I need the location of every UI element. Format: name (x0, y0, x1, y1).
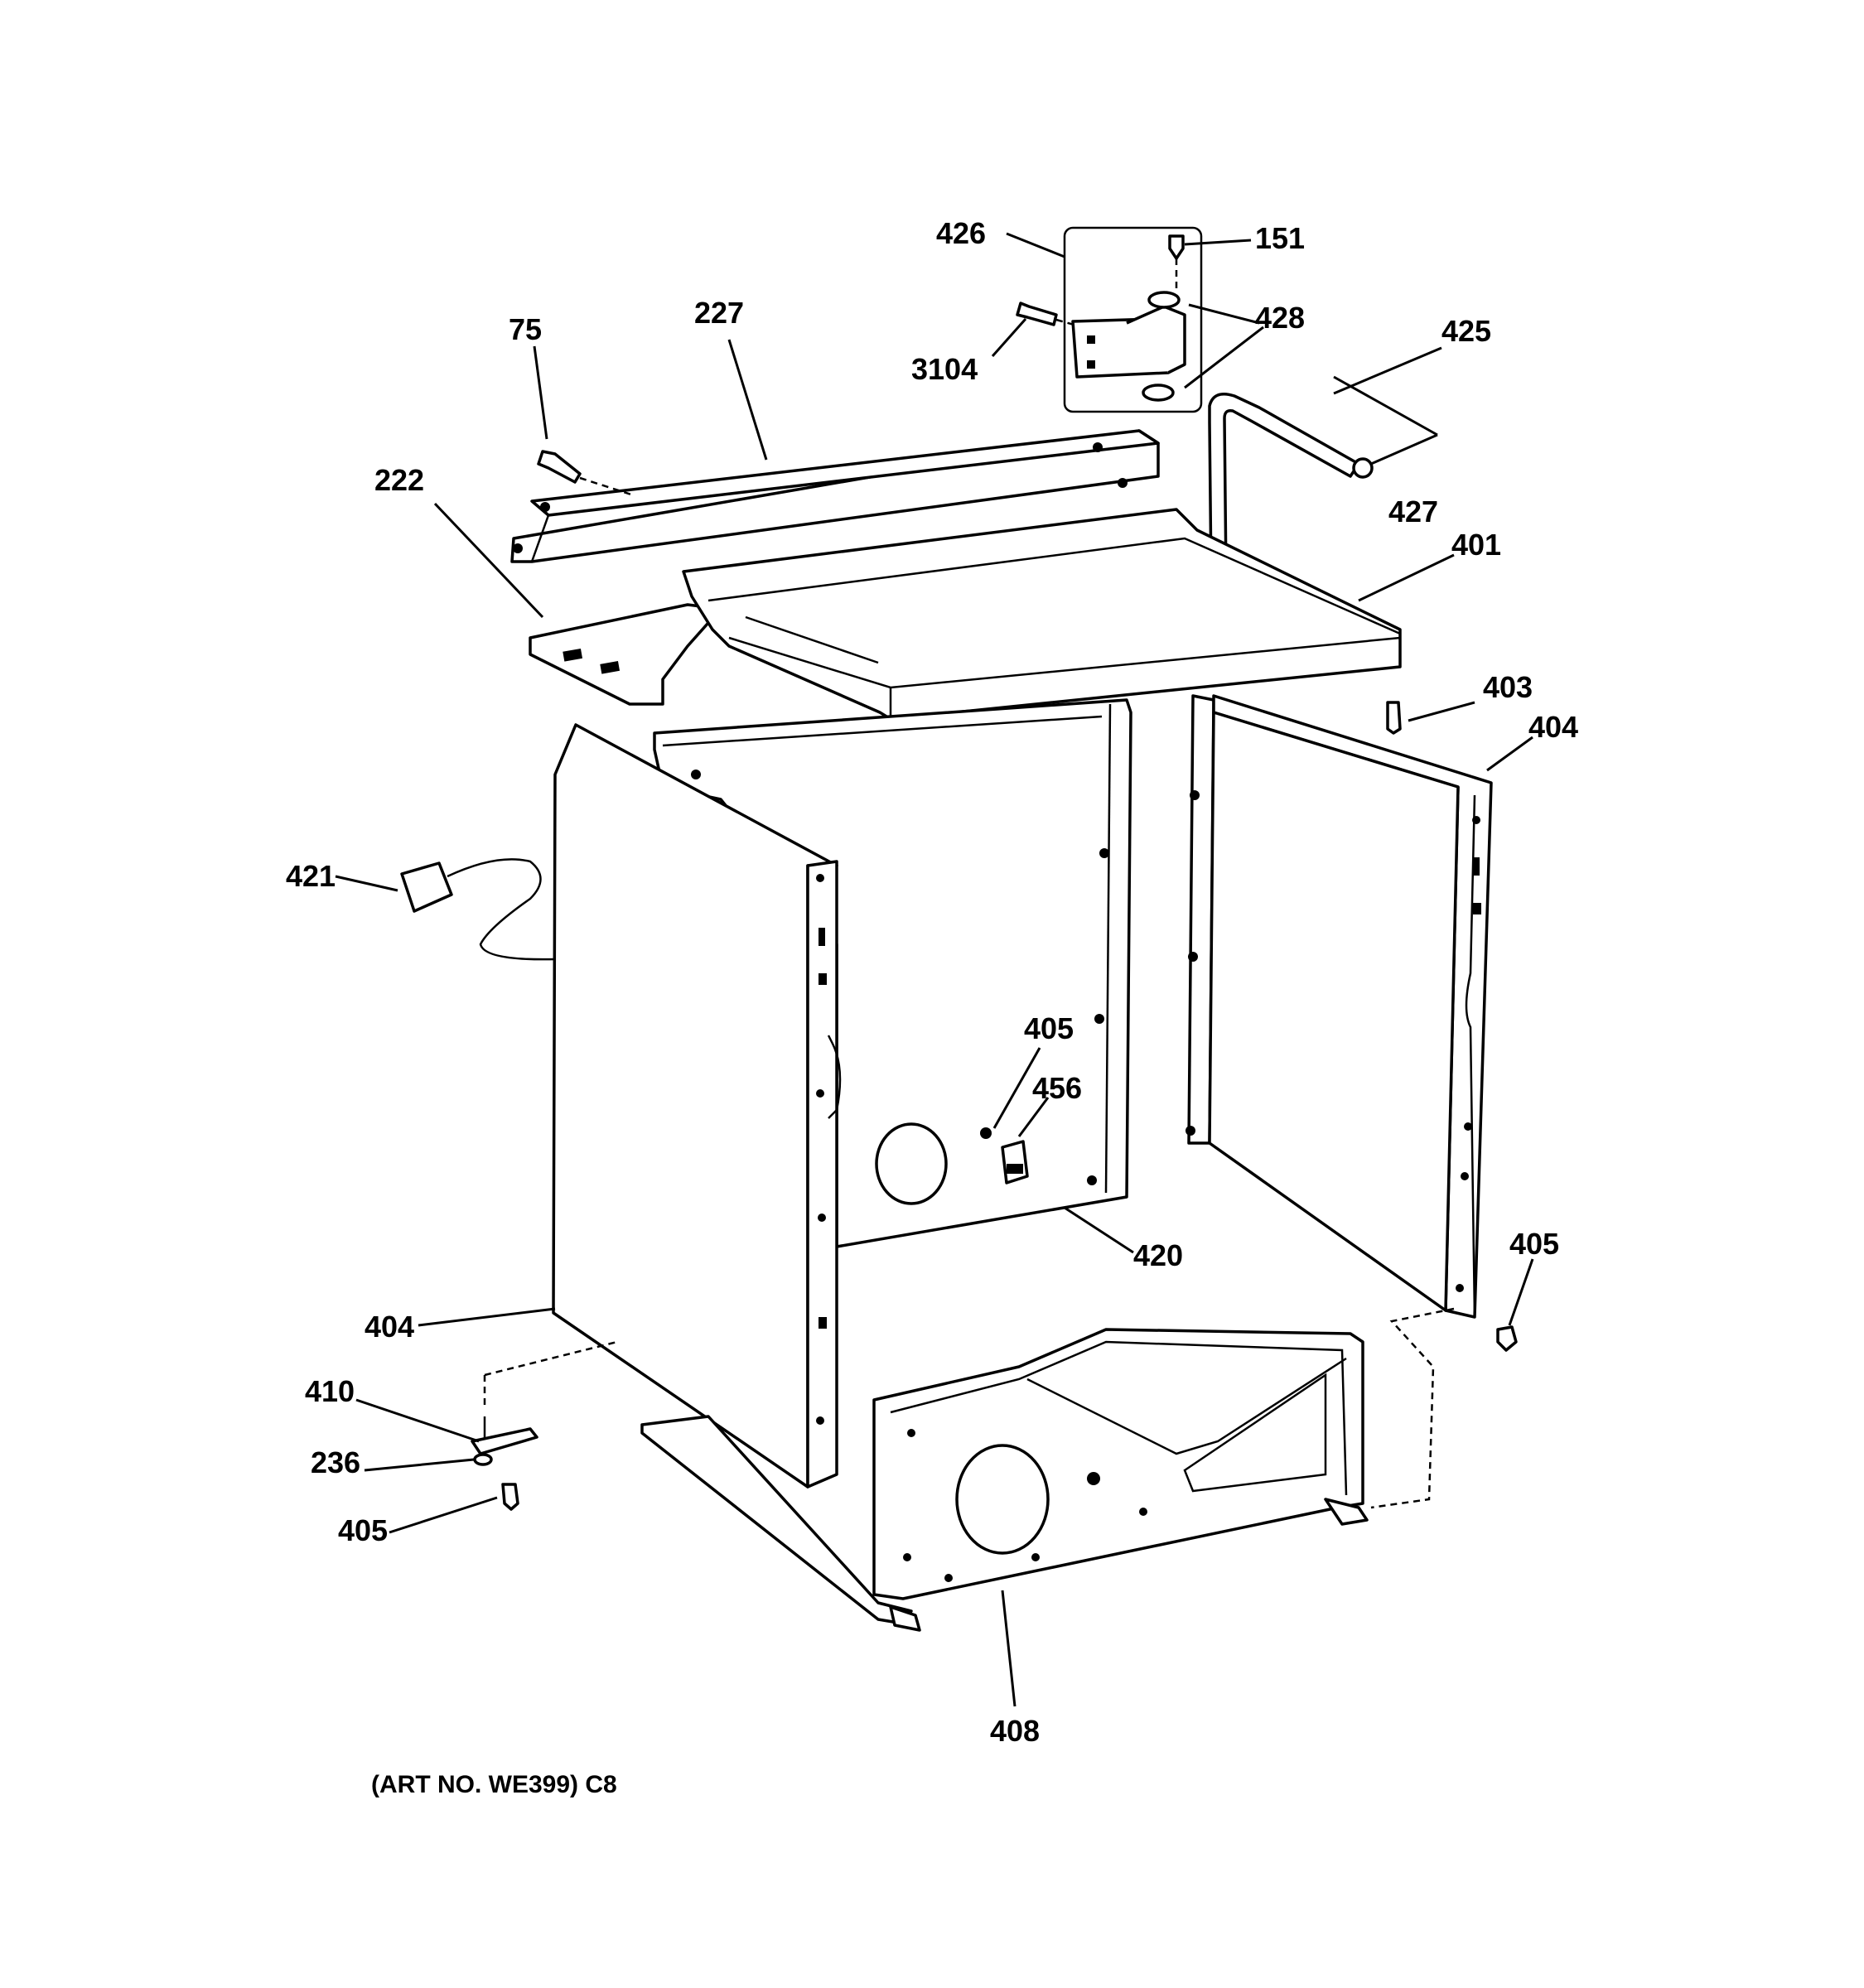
callout-421: 421 (286, 859, 336, 893)
callout-425: 425 (1441, 314, 1492, 348)
callout-401: 401 (1451, 528, 1502, 562)
callout-426: 426 (936, 216, 987, 250)
callout-408: 408 (990, 1714, 1041, 1748)
leader-lines (335, 232, 1534, 1707)
art-number-caption: (ART NO. WE399) C8 (371, 1771, 617, 1798)
callout-428: 428 (1255, 301, 1306, 335)
callout-456: 456 (1032, 1071, 1083, 1105)
front-bracket-222 (529, 603, 722, 706)
callout-75: 75 (509, 312, 543, 346)
top-panel-401 (682, 508, 1402, 721)
callout-404-left: 404 (365, 1310, 415, 1344)
screw-403 (1386, 701, 1402, 735)
callout-222: 222 (374, 463, 425, 497)
callout-410: 410 (305, 1374, 355, 1408)
callout-405-left: 405 (338, 1513, 389, 1547)
callout-403: 403 (1483, 670, 1533, 704)
base-408 (640, 1328, 1369, 1632)
callout-404-right: 404 (1528, 710, 1579, 744)
callout-405-back: 405 (1024, 1011, 1074, 1045)
screw-3104 (1016, 302, 1078, 327)
callout-420: 420 (1133, 1238, 1184, 1272)
left-side-panel-404 (552, 723, 842, 1489)
screw-405-back (980, 1127, 992, 1139)
callout-236: 236 (311, 1445, 361, 1479)
callout-427: 427 (1388, 495, 1439, 528)
callout-227: 227 (694, 296, 745, 330)
callout-405-right: 405 (1509, 1227, 1560, 1261)
callout-3104: 3104 (911, 352, 978, 386)
leveling-leg-410 (471, 1416, 538, 1511)
screw-405-right (1496, 1325, 1518, 1352)
power-cord-421 (400, 858, 556, 961)
right-side-panel-404 (1186, 694, 1493, 1319)
callout-151: 151 (1255, 221, 1306, 255)
rear-top-rail-227 (510, 429, 1160, 563)
screw-75 (537, 450, 635, 497)
hinge-kit-426 (1063, 226, 1203, 413)
washer-236 (473, 1453, 493, 1466)
screw-405-left (501, 1483, 519, 1511)
